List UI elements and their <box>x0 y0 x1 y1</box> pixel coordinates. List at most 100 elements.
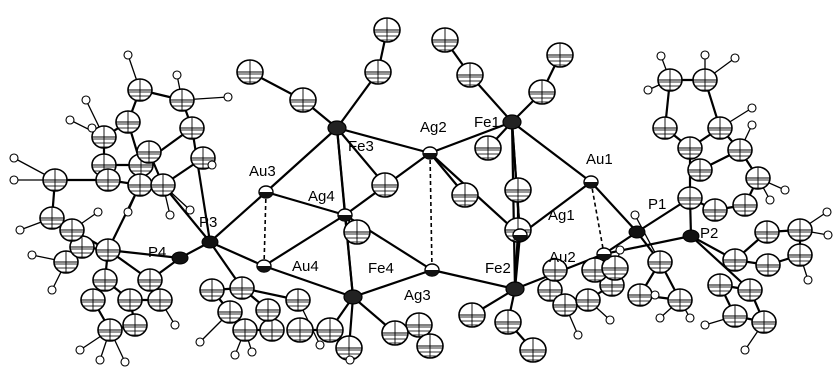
iron-core <box>343 289 363 305</box>
carbon-atom <box>42 168 68 192</box>
atom-label-p3: P3 <box>199 214 217 231</box>
atom-label-au3: Au3 <box>249 163 276 180</box>
carbon-atom <box>232 318 258 342</box>
carbon-atom <box>39 206 65 230</box>
metal-shade <box>513 235 527 241</box>
carbonyl-atom <box>528 79 556 105</box>
carbonyl-atom <box>474 135 502 161</box>
core-bond <box>263 264 354 299</box>
carbon-atom-shade <box>70 247 94 258</box>
carbon-atom <box>702 198 728 222</box>
metal-shade <box>584 182 598 188</box>
phosphorus-core <box>171 251 189 265</box>
carbon-atom-shade <box>723 316 747 327</box>
atom-ag2 <box>422 146 438 160</box>
hydrogen-atom <box>700 320 710 330</box>
carbon-atom <box>722 248 748 272</box>
carbonyl-atom <box>316 317 344 343</box>
phosphorus-core <box>682 229 700 243</box>
hydrogen-atom <box>65 115 75 125</box>
atom-label-p2: P2 <box>700 225 718 242</box>
atom-ag4 <box>337 208 353 222</box>
carbon-atom <box>229 276 255 300</box>
carbonyl-atom <box>451 182 479 208</box>
carbon-atom-shade <box>648 262 672 273</box>
carbon-atom-shade <box>138 280 162 291</box>
atom-label-ag1: Ag1 <box>548 207 575 224</box>
carbon-atom <box>95 168 121 192</box>
ligand-bond <box>162 184 211 243</box>
carbonyl-atom-shade <box>344 232 370 244</box>
carbon-atom-shade <box>54 262 78 273</box>
carbonyl-atom <box>381 320 409 346</box>
carbon-atom-shade <box>260 330 284 341</box>
carbon-atom-shade <box>708 128 732 139</box>
carbonyl-atom-shade <box>374 30 400 42</box>
carbonyl-atom <box>236 59 264 85</box>
carbon-atom-shade <box>746 178 770 189</box>
hydrogen-atom <box>615 245 625 255</box>
atom-label-p4: P4 <box>148 244 166 261</box>
hydrogen-atom <box>345 355 355 365</box>
carbon-atom-shade <box>256 310 280 321</box>
hydrogen-atom <box>207 160 217 170</box>
hydrogen-atom <box>223 92 233 102</box>
carbon-atom <box>552 293 578 317</box>
carbon-atom <box>59 218 85 242</box>
hydrogen-atom <box>95 355 105 365</box>
core-bond <box>265 127 338 193</box>
carbon-atom-shade <box>40 218 64 229</box>
carbon-atom-shade <box>128 90 152 101</box>
carbon-atom <box>122 313 148 337</box>
hydrogen-atom <box>9 153 19 163</box>
carbon-atom-shade <box>180 128 204 139</box>
carbon-atom <box>150 173 176 197</box>
carbon-atom-shade <box>151 185 175 196</box>
carbonyl-atom-shade <box>417 346 443 358</box>
carbon-atom-shade <box>218 312 242 323</box>
hydrogen-atom <box>747 103 757 113</box>
atom-fe3 <box>327 120 347 136</box>
carbonyl-atom-shade <box>505 190 531 202</box>
carbon-atom-shade <box>543 270 567 281</box>
aurophilic-contact <box>590 181 605 255</box>
carbonyl-atom-shade <box>336 348 362 360</box>
carbonyl-atom-shade <box>372 185 398 197</box>
carbon-atom <box>755 253 781 277</box>
metal-shade <box>257 266 271 272</box>
carbon-atom <box>97 318 123 342</box>
carbon-atom-shade <box>98 330 122 341</box>
carbon-atom <box>627 283 653 307</box>
hydrogen-atom <box>740 345 750 355</box>
hydrogen-atom <box>730 53 740 63</box>
carbon-atom <box>53 250 79 274</box>
hydrogen-atom <box>650 290 660 300</box>
carbonyl-atom-shade <box>382 333 408 345</box>
carbon-atom <box>179 116 205 140</box>
carbon-atom-shade <box>728 150 752 161</box>
atom-label-group: Fe3 Ag2 Fe1 Au3 Au1 Ag4 Ag1 P3 P4 P1 P2 … <box>148 114 718 304</box>
hydrogen-atom <box>27 250 37 260</box>
carbon-atom-shade <box>688 170 712 181</box>
carbonyl-atom <box>519 337 547 363</box>
carbon-atom-shade <box>118 300 142 311</box>
carbon-atom-shade <box>693 80 717 91</box>
atom-p2 <box>682 229 700 243</box>
carbon-atom-shade <box>738 290 762 301</box>
atom-label-fe3: Fe3 <box>348 138 374 155</box>
atom-label-au4: Au4 <box>292 258 319 275</box>
atom-fe2 <box>505 281 525 297</box>
core-bond <box>265 190 346 217</box>
carbonyl-atom-shade <box>602 268 628 280</box>
hydrogen-atom <box>185 205 195 215</box>
aurophilic-contact <box>429 152 433 271</box>
carbon-atom <box>199 278 225 302</box>
carbon-atom <box>737 278 763 302</box>
carbon-atom-shade <box>628 295 652 306</box>
carbon-atom-shade <box>81 300 105 311</box>
hydrogen-atom <box>823 230 833 240</box>
carbon-atom <box>127 78 153 102</box>
ligand-bond <box>190 127 212 243</box>
carbonyl-atom <box>371 172 399 198</box>
carbonyl-atom <box>458 302 486 328</box>
